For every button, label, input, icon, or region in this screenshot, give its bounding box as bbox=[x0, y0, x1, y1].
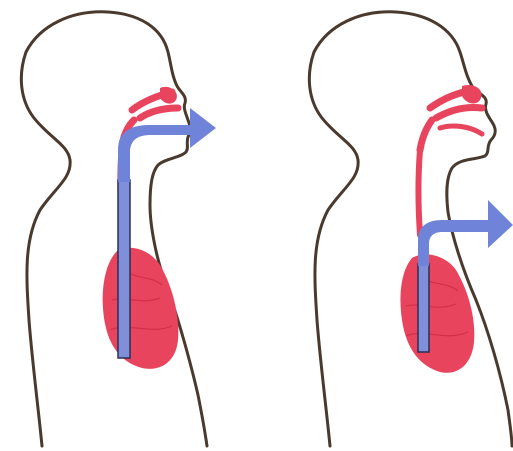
palate-right bbox=[462, 85, 482, 104]
tongue-right bbox=[440, 126, 482, 134]
panel-left bbox=[21, 12, 216, 446]
panel-right bbox=[309, 12, 513, 446]
tube-left bbox=[118, 180, 130, 358]
pharynx-right bbox=[419, 150, 421, 235]
lung-left bbox=[103, 248, 179, 369]
body-outline-left bbox=[21, 12, 207, 446]
tube-right bbox=[418, 264, 429, 352]
